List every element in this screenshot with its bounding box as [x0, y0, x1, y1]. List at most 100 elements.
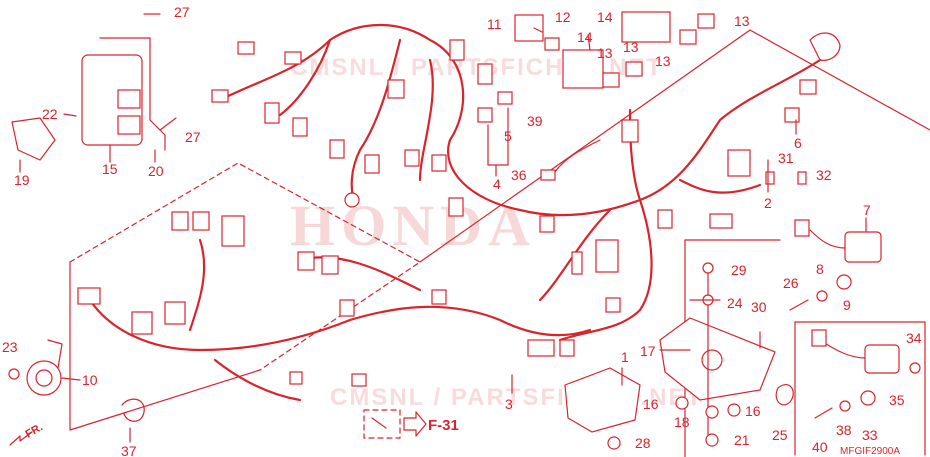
washer-8 — [816, 290, 828, 302]
callout-39: 39 — [527, 113, 543, 129]
connector — [164, 301, 186, 325]
control-unit-1 — [564, 367, 641, 433]
bolt-40 — [814, 407, 833, 419]
callout-22: 22 — [42, 106, 58, 122]
callout-1: 1 — [621, 349, 629, 365]
connector-5 — [497, 91, 513, 105]
callout-17: 17 — [640, 343, 656, 359]
collar-21 — [705, 433, 719, 447]
leader — [533, 27, 543, 33]
callout-36: 36 — [511, 167, 527, 183]
fr-arrow — [9, 431, 33, 446]
lower-trunk — [88, 298, 592, 352]
connector — [448, 197, 464, 217]
connectors — [77, 39, 817, 387]
washer-38 — [839, 400, 851, 412]
callout-31: 31 — [778, 150, 794, 166]
connector — [321, 255, 339, 275]
connector-4 — [477, 107, 493, 123]
connector — [221, 215, 245, 247]
fuse-box-14 — [562, 49, 604, 89]
callout-27b: 27 — [185, 129, 201, 145]
relay-13 — [602, 72, 620, 88]
frame-relay-box — [794, 321, 926, 456]
callout-11: 11 — [487, 16, 502, 32]
diagram-code: MFGIF2900A — [840, 446, 900, 457]
f31-arrow — [403, 411, 427, 437]
callout-28: 28 — [635, 435, 651, 451]
callout-29: 29 — [731, 262, 747, 278]
ecu-socket — [117, 115, 141, 135]
callout-33: 33 — [862, 427, 878, 443]
callout-37: 37 — [121, 443, 137, 457]
bolt-29 — [702, 262, 714, 274]
connector — [539, 215, 555, 233]
connector — [237, 41, 255, 55]
harness-branch-e — [678, 178, 762, 194]
connector — [339, 299, 355, 317]
connector — [431, 154, 447, 172]
callout-16b: 16 — [745, 403, 761, 419]
clip-36 — [540, 169, 556, 181]
connector-6 — [784, 107, 800, 123]
connector — [709, 213, 733, 229]
relay-34-plug — [811, 329, 827, 347]
fuse-box-14b — [621, 11, 671, 43]
connector — [605, 297, 621, 313]
modules — [11, 11, 841, 185]
grommet — [344, 192, 360, 208]
relay-34-lead — [819, 339, 866, 359]
connector — [477, 63, 493, 85]
harness-branch-g — [558, 198, 653, 342]
grommet-16a — [675, 396, 689, 410]
callout-3: 3 — [505, 396, 513, 412]
group-frames — [69, 29, 930, 457]
connector — [289, 371, 303, 385]
connector — [131, 311, 153, 335]
callout-14a: 14 — [597, 9, 613, 25]
connector — [727, 149, 751, 177]
callout-13d: 13 — [655, 53, 671, 69]
bolt-23 — [8, 368, 20, 380]
lower-branch-a — [188, 238, 206, 332]
relay-7-plug — [794, 219, 810, 237]
callout-2: 2 — [764, 195, 772, 211]
connector — [264, 102, 280, 124]
callout-40: 40 — [812, 439, 828, 455]
f31-box — [363, 409, 401, 439]
callout-30: 30 — [751, 299, 767, 315]
relay-34 — [864, 344, 900, 374]
lower-harness — [88, 238, 592, 402]
bracket-assembly — [564, 262, 794, 450]
callout-38: 38 — [836, 422, 852, 438]
clamp-25 — [775, 383, 794, 406]
relay-13 — [697, 13, 715, 29]
relay-parts — [789, 219, 921, 419]
grommet-16b — [727, 403, 741, 417]
frame-main-harness-edge — [69, 261, 261, 431]
callout-5: 5 — [504, 128, 512, 144]
lead-36 — [549, 139, 601, 181]
relay-7-lead — [809, 229, 846, 249]
leader — [61, 377, 81, 381]
harness-branch-d — [628, 108, 642, 202]
grommet-35 — [860, 390, 876, 406]
callout-13a: 13 — [734, 13, 750, 29]
callouts: 1 2 3 4 5 6 7 8 9 10 11 12 13 13 13 13 1… — [2, 4, 922, 457]
connector — [292, 117, 308, 137]
leader — [159, 117, 177, 131]
callout-13c: 13 — [623, 39, 639, 55]
bracket-hole — [701, 349, 723, 371]
grommet-top-right — [809, 32, 841, 61]
relay-7 — [844, 231, 882, 263]
callout-6: 6 — [794, 135, 802, 151]
connector — [171, 211, 189, 231]
relay-13 — [625, 61, 643, 77]
connector — [364, 154, 380, 174]
connector — [559, 339, 575, 357]
left-parts — [8, 339, 427, 446]
connector — [621, 119, 639, 143]
band-37 — [121, 398, 145, 422]
